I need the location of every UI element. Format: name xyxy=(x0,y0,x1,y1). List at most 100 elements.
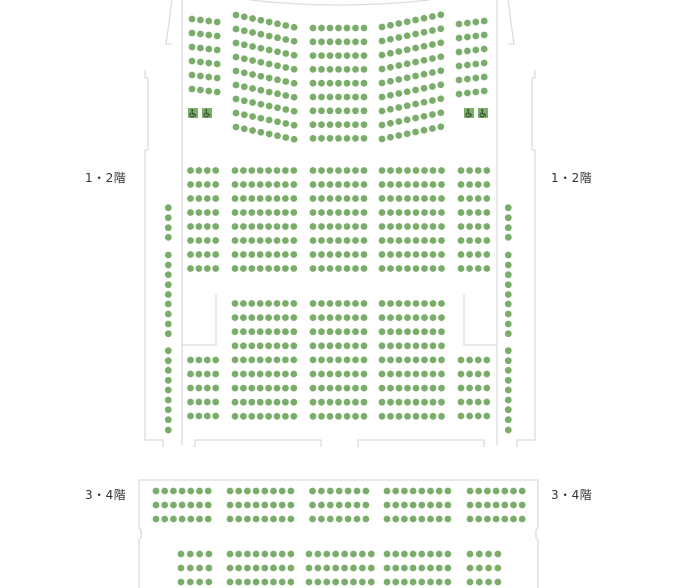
seat[interactable] xyxy=(256,237,264,244)
seat[interactable] xyxy=(504,396,512,404)
seat[interactable] xyxy=(427,564,434,572)
seat[interactable] xyxy=(187,181,194,188)
seat[interactable] xyxy=(240,223,247,230)
seat[interactable] xyxy=(360,412,368,420)
seat[interactable] xyxy=(178,515,186,523)
seat[interactable] xyxy=(265,88,273,96)
seat[interactable] xyxy=(387,370,394,378)
seat[interactable] xyxy=(248,314,256,321)
seat[interactable] xyxy=(378,223,386,230)
seat[interactable] xyxy=(232,81,240,89)
seat[interactable] xyxy=(474,167,482,174)
seat[interactable] xyxy=(378,167,386,174)
seat[interactable] xyxy=(152,515,160,523)
seat[interactable] xyxy=(352,412,359,420)
seat[interactable] xyxy=(265,223,272,230)
seat[interactable] xyxy=(186,564,194,572)
seat[interactable] xyxy=(235,578,243,586)
seat[interactable] xyxy=(282,342,289,350)
seat[interactable] xyxy=(212,251,220,258)
seat[interactable] xyxy=(309,107,317,115)
seat[interactable] xyxy=(444,578,452,586)
seat[interactable] xyxy=(290,195,298,202)
seat[interactable] xyxy=(326,265,334,272)
seat[interactable] xyxy=(395,20,403,27)
seat[interactable] xyxy=(248,370,256,378)
seat[interactable] xyxy=(404,195,411,202)
seat[interactable] xyxy=(360,121,368,128)
seat[interactable] xyxy=(270,550,277,558)
seat[interactable] xyxy=(197,86,204,94)
seat[interactable] xyxy=(205,550,213,558)
seat[interactable] xyxy=(392,564,400,572)
seat[interactable] xyxy=(187,167,194,174)
seat[interactable] xyxy=(203,209,211,216)
seat[interactable] xyxy=(438,370,445,378)
seat[interactable] xyxy=(282,106,290,113)
seat[interactable] xyxy=(309,300,317,307)
seat[interactable] xyxy=(205,17,213,25)
seat[interactable] xyxy=(335,300,342,307)
seat[interactable] xyxy=(352,251,359,258)
seat[interactable] xyxy=(261,550,269,558)
seat[interactable] xyxy=(195,384,203,392)
seat[interactable] xyxy=(352,328,359,336)
seat[interactable] xyxy=(387,412,394,420)
seat[interactable] xyxy=(335,384,342,392)
seat[interactable] xyxy=(231,356,239,364)
seat[interactable] xyxy=(282,134,290,141)
seat[interactable] xyxy=(235,550,243,558)
seat[interactable] xyxy=(240,167,247,174)
seat[interactable] xyxy=(318,52,325,59)
seat[interactable] xyxy=(256,314,264,321)
seat[interactable] xyxy=(318,342,325,350)
seat[interactable] xyxy=(231,384,239,392)
seat[interactable] xyxy=(429,111,436,118)
seat[interactable] xyxy=(270,578,277,586)
seat[interactable] xyxy=(421,342,428,350)
seat[interactable] xyxy=(196,578,204,586)
seat[interactable] xyxy=(403,32,411,40)
seat[interactable] xyxy=(164,204,172,212)
seat[interactable] xyxy=(353,515,361,523)
seat[interactable] xyxy=(318,265,325,272)
seat[interactable] xyxy=(483,370,491,378)
seat[interactable] xyxy=(240,125,248,133)
seat[interactable] xyxy=(378,209,386,216)
seat[interactable] xyxy=(282,36,290,43)
seat[interactable] xyxy=(248,300,256,307)
seat[interactable] xyxy=(282,223,289,230)
seat[interactable] xyxy=(360,314,368,321)
seat[interactable] xyxy=(429,265,437,272)
seat[interactable] xyxy=(421,300,428,307)
seat[interactable] xyxy=(438,398,445,406)
seat[interactable] xyxy=(343,195,351,202)
seat[interactable] xyxy=(240,237,247,244)
seat[interactable] xyxy=(352,93,359,101)
seat[interactable] xyxy=(326,251,334,258)
seat[interactable] xyxy=(504,366,512,374)
seat[interactable] xyxy=(290,300,298,307)
seat[interactable] xyxy=(367,550,375,558)
seat[interactable] xyxy=(403,88,411,96)
seat[interactable] xyxy=(257,128,265,136)
seat[interactable] xyxy=(203,398,211,406)
seat[interactable] xyxy=(412,100,419,108)
seat[interactable] xyxy=(261,564,269,572)
seat[interactable] xyxy=(466,195,473,202)
seat[interactable] xyxy=(401,501,408,509)
seat[interactable] xyxy=(164,357,172,365)
seat[interactable] xyxy=(352,121,359,128)
seat[interactable] xyxy=(360,328,368,336)
seat[interactable] xyxy=(305,550,313,558)
seat[interactable] xyxy=(429,412,437,420)
seat[interactable] xyxy=(318,79,325,87)
seat[interactable] xyxy=(335,412,342,420)
seat[interactable] xyxy=(195,356,203,364)
seat[interactable] xyxy=(335,370,342,378)
seat[interactable] xyxy=(457,181,465,188)
seat[interactable] xyxy=(409,487,417,495)
seat[interactable] xyxy=(257,86,265,94)
seat[interactable] xyxy=(305,578,313,586)
seat[interactable] xyxy=(343,356,351,364)
